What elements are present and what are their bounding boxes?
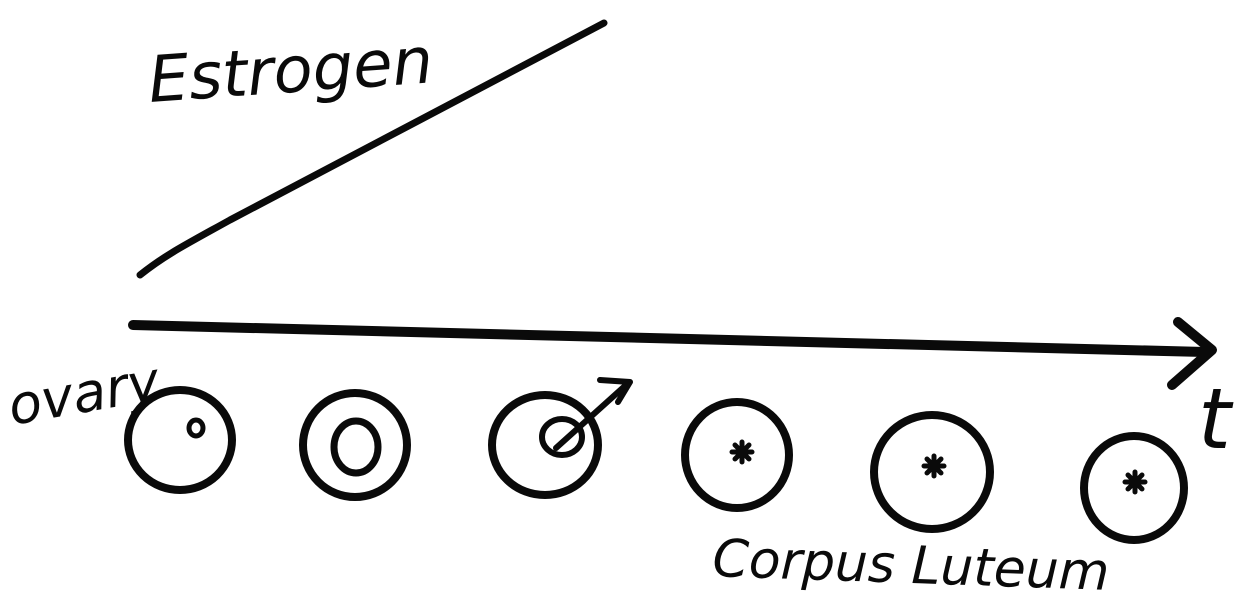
- ovulation-arrow-icon: [553, 382, 629, 451]
- ovary-label: ovary: [3, 349, 165, 438]
- follicle-stage-1: [124, 386, 236, 494]
- estrogen-line: [136, 19, 608, 279]
- asterisk-icon: [1122, 469, 1148, 495]
- corpus-luteum-stage-1: [681, 398, 793, 512]
- oocyte-dot-icon: [186, 417, 206, 439]
- corpus-luteum-stage-2: [870, 411, 994, 533]
- corpus-luteum-label: Corpus Luteum: [712, 529, 1111, 603]
- estrogen-label: Estrogen: [146, 24, 435, 118]
- follicle-stage-3: [488, 377, 633, 499]
- time-label: t: [1198, 370, 1234, 468]
- oocyte-ring-icon: [330, 417, 382, 477]
- time-axis: [128, 320, 1210, 357]
- asterisk-icon: [921, 453, 947, 479]
- time-axis-arrowhead: [1167, 317, 1217, 390]
- follicle-stage-2: [299, 389, 411, 501]
- corpus-luteum-stage-3: [1080, 432, 1188, 544]
- asterisk-icon: [729, 439, 755, 465]
